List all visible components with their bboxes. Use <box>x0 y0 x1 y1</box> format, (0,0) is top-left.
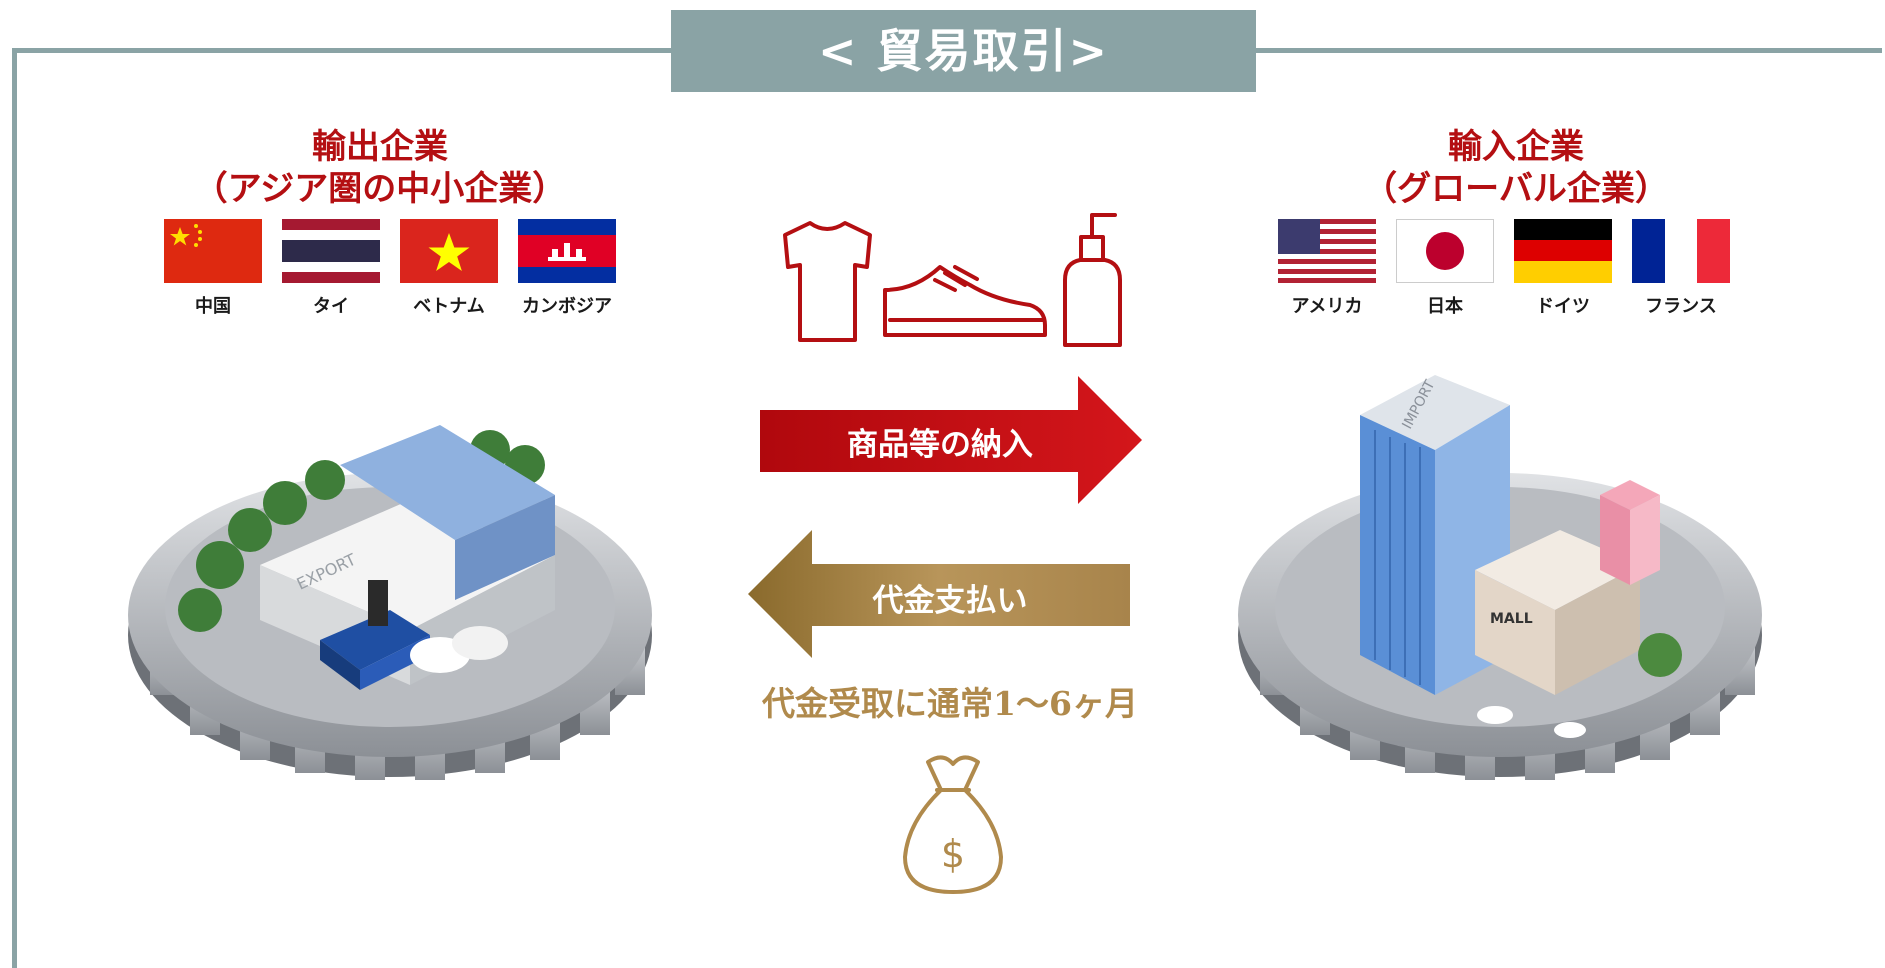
country-label: カンボジア <box>522 296 612 317</box>
payment-label: 代金支払い <box>872 583 1028 619</box>
country-label: タイ <box>313 296 349 317</box>
country-vietnam: ベトナム <box>400 219 498 318</box>
svg-text:MALL: MALL <box>1490 611 1533 627</box>
china-flag-icon <box>164 219 262 283</box>
tshirt-icon <box>783 221 872 342</box>
svg-text:$: $ <box>941 832 965 876</box>
money-bag-icon: $ <box>903 755 1003 894</box>
exporter-title: 輸出企業 （アジア圏の中小企業） <box>170 126 590 210</box>
country-label: ドイツ <box>1536 296 1590 317</box>
exporter-flags: 中国 タイ ベトナム カンボジア <box>164 219 616 318</box>
country-japan: 日本 <box>1396 219 1494 318</box>
import-city-illustration: IMPORT MALL <box>1238 375 1762 780</box>
country-label: フランス <box>1645 296 1717 317</box>
thailand-flag-icon <box>282 219 380 283</box>
vietnam-flag-icon <box>400 219 498 283</box>
export-factory-illustration: EXPORT <box>128 425 652 780</box>
exporter-title-line2: （アジア圏の中小企業） <box>193 169 567 209</box>
importer-title-line1: 輸入企業 <box>1448 127 1584 167</box>
country-china: 中国 <box>164 219 262 318</box>
bottle-icon <box>1063 213 1122 347</box>
country-usa: アメリカ <box>1278 219 1376 318</box>
sneaker-icon <box>883 265 1047 337</box>
usa-flag-icon <box>1278 219 1376 283</box>
payment-arrow <box>748 530 1130 658</box>
germany-flag-icon <box>1514 219 1612 283</box>
country-label: アメリカ <box>1291 296 1363 317</box>
exporter-title-line1: 輸出企業 <box>312 127 448 167</box>
country-germany: ドイツ <box>1514 219 1612 318</box>
goods-delivery-arrow <box>760 376 1142 504</box>
country-france: フランス <box>1632 219 1730 318</box>
country-label: 中国 <box>195 296 231 317</box>
japan-flag-icon <box>1396 219 1494 283</box>
importer-flags: アメリカ 日本 ドイツ フランス <box>1278 219 1730 318</box>
country-label: ベトナム <box>413 296 485 317</box>
importer-title-line2: （グローバル企業） <box>1363 169 1669 209</box>
country-cambodia: カンボジア <box>518 219 616 318</box>
goods-delivery-label: 商品等の納入 <box>847 427 1033 463</box>
goods-icons <box>783 213 1122 347</box>
country-thailand: タイ <box>282 219 380 318</box>
france-flag-icon <box>1632 219 1730 283</box>
cambodia-flag-icon <box>518 219 616 283</box>
importer-title: 輸入企業 （グローバル企業） <box>1306 126 1726 210</box>
payment-term-text: 代金受取に通常1〜6ヶ月 <box>762 684 1138 723</box>
diagram-title: < 貿易取引> <box>671 10 1256 92</box>
country-label: 日本 <box>1427 296 1463 317</box>
